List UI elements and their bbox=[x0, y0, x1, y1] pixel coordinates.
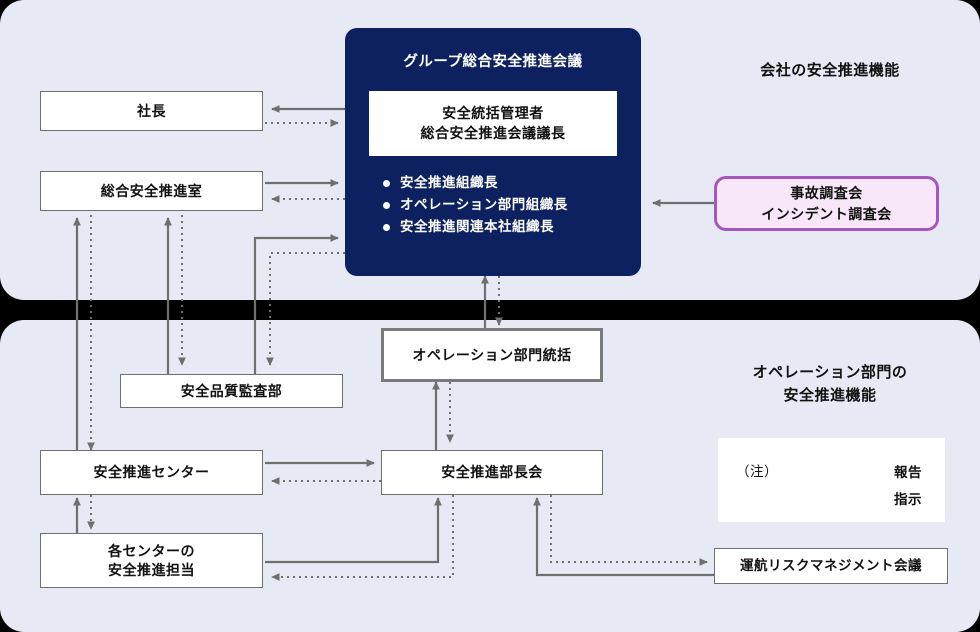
accident-committee-line1: 事故調査会 bbox=[790, 185, 863, 202]
box-general-safety-office[interactable]: 総合安全推進室 bbox=[40, 171, 263, 211]
wire-deptheads-to-staff bbox=[271, 495, 454, 581]
box-president[interactable]: 社長 bbox=[40, 91, 263, 131]
legend-note: （注） bbox=[736, 464, 778, 479]
council-member-0: 安全推進組織長 bbox=[383, 172, 641, 194]
box-safety-quality-audit[interactable]: 安全品質監査部 bbox=[120, 374, 343, 408]
council-member-list: 安全推進組織長 オペレーション部門組織長 安全推進関連本社組織長 bbox=[383, 172, 641, 239]
council-chief-line1: 安全統括管理者 bbox=[442, 105, 544, 121]
council-chief-box: 安全統括管理者 総合安全推進会議議長 bbox=[369, 91, 617, 156]
wire-riskmgmt-to-deptheads bbox=[533, 497, 714, 577]
legend-solid-label: 報告 bbox=[894, 465, 922, 480]
council-member-1: オペレーション部門組織長 bbox=[383, 194, 641, 216]
legend-dotted-label: 指示 bbox=[894, 492, 922, 507]
wire-deptheads-to-riskmgmt bbox=[550, 495, 708, 566]
legend-panel bbox=[718, 438, 945, 522]
center-safety-staff-line1: 各センターの bbox=[108, 542, 195, 559]
operations-title-line2: 安全推進機能 bbox=[783, 386, 877, 404]
box-safety-center[interactable]: 安全推進センター bbox=[40, 450, 263, 495]
operations-title-line1: オペレーション部門の bbox=[752, 364, 908, 381]
box-operations-control[interactable]: オペレーション部門統括 bbox=[381, 328, 603, 382]
company-section-title: 会社の安全推進機能 bbox=[760, 62, 900, 79]
accident-committee-line2: インシデント調査会 bbox=[761, 205, 892, 222]
council-title: グループ総合安全推進会議 bbox=[403, 54, 583, 70]
box-flight-risk-management[interactable]: 運航リスクマネジメント会議 bbox=[714, 548, 948, 584]
group-safety-council[interactable]: グループ総合安全推進会議 安全統括管理者 総合安全推進会議議長 安全推進組織長 … bbox=[345, 28, 641, 276]
operations-section-title: オペレーション部門の 安全推進機能 bbox=[700, 362, 960, 407]
wire-council-to-audit bbox=[266, 252, 345, 366]
box-center-safety-staff[interactable]: 各センターの 安全推進担当 bbox=[40, 533, 263, 588]
wire-audit-to-council bbox=[253, 234, 339, 374]
box-safety-dept-heads[interactable]: 安全推進部長会 bbox=[381, 450, 603, 495]
council-member-2: 安全推進関連本社組織長 bbox=[383, 216, 641, 238]
council-chief-line2: 総合安全推進会議議長 bbox=[420, 125, 566, 142]
box-accident-investigation-committee[interactable]: 事故調査会 インシデント調査会 bbox=[714, 176, 939, 231]
center-safety-staff-line2: 安全推進担当 bbox=[108, 561, 195, 578]
wire-staff-to-deptheads bbox=[265, 497, 442, 564]
